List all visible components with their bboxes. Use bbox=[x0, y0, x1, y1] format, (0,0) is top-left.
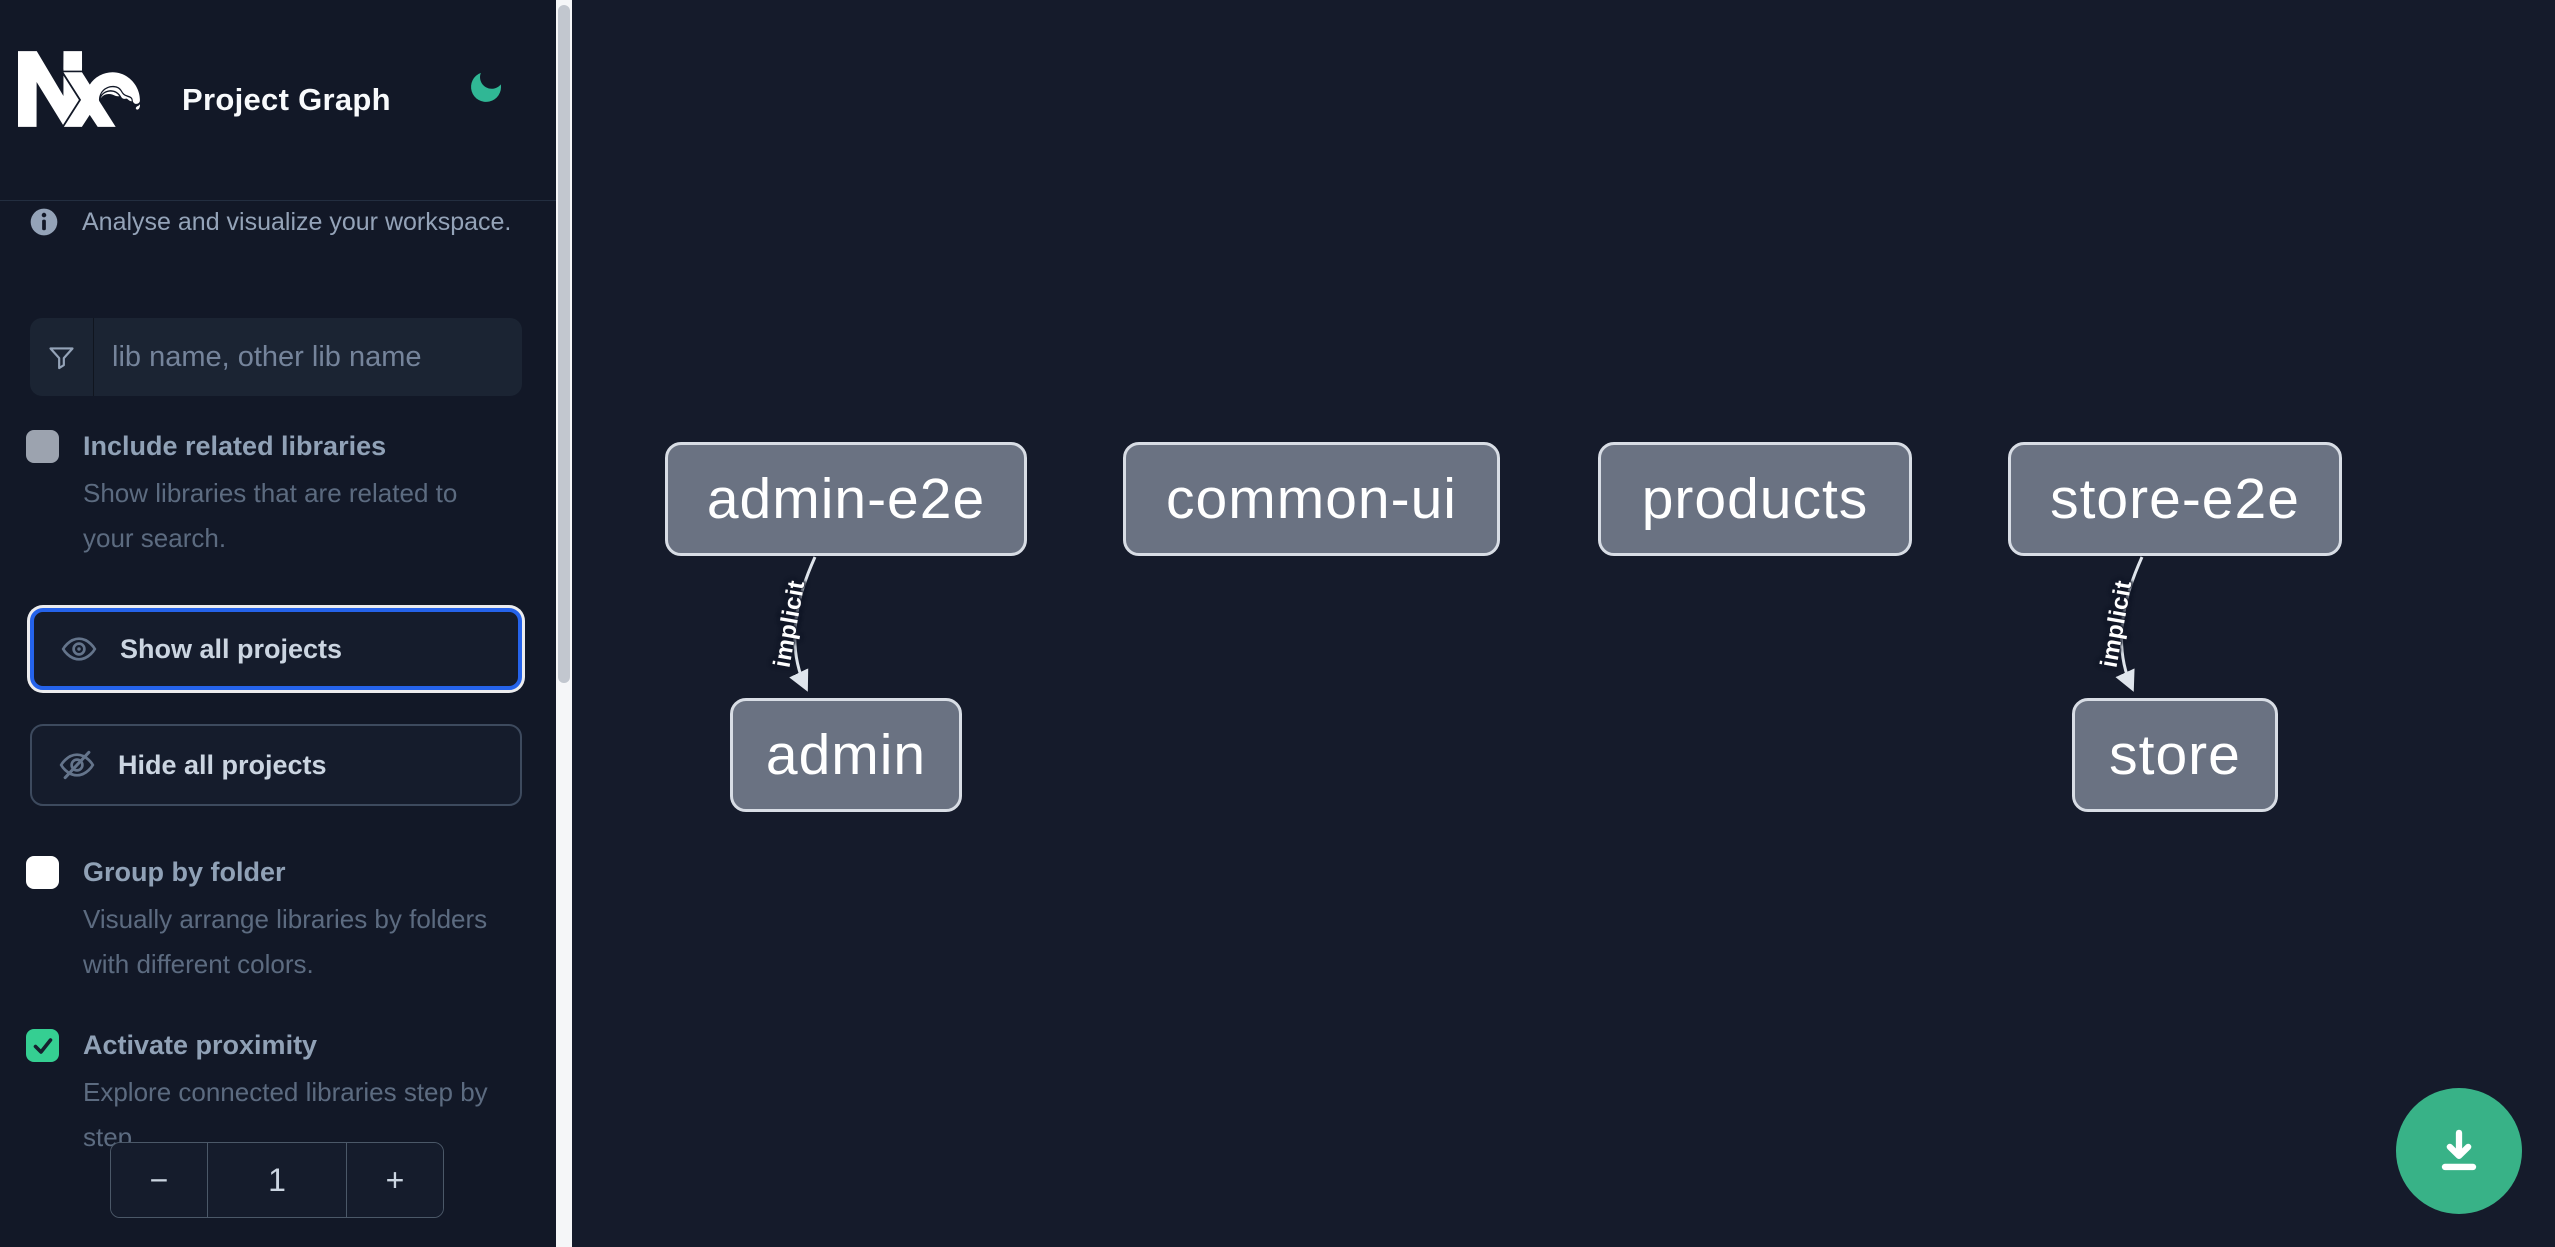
toggle-label: Include related libraries bbox=[83, 431, 387, 461]
proximity-increment-button[interactable]: + bbox=[346, 1143, 443, 1217]
info-row: Analyse and visualize your workspace. bbox=[28, 206, 528, 238]
graph-canvas[interactable]: implicit implicit admin-e2e common-ui pr… bbox=[572, 0, 2555, 1247]
proximity-value: 1 bbox=[208, 1143, 346, 1217]
toggle-group-by-folder: Group by folder Visually arrange librari… bbox=[26, 854, 526, 987]
download-icon bbox=[2441, 1129, 2477, 1171]
proximity-depth-stepper: − 1 + bbox=[110, 1142, 444, 1218]
dependency-edges bbox=[789, 556, 2144, 692]
download-graph-button[interactable] bbox=[2396, 1088, 2522, 1214]
sidebar-header: Project Graph bbox=[0, 0, 556, 201]
graph-node-admin-e2e[interactable]: admin-e2e bbox=[665, 442, 1027, 556]
checkbox-activate-proximity[interactable] bbox=[26, 1029, 59, 1062]
eye-icon bbox=[61, 637, 97, 661]
page-title: Project Graph bbox=[182, 82, 391, 117]
toggle-activate-proximity: Activate proximity Explore connected lib… bbox=[26, 1027, 526, 1160]
nx-logo bbox=[18, 51, 140, 127]
theme-toggle-button[interactable] bbox=[464, 66, 508, 110]
edge-store-e2e-store bbox=[2115, 556, 2144, 692]
show-all-projects-button[interactable]: Show all projects bbox=[30, 608, 522, 690]
graph-node-store-e2e[interactable]: store-e2e bbox=[2008, 442, 2342, 556]
edge-admin-e2e-admin bbox=[789, 556, 817, 692]
proximity-decrement-button[interactable]: − bbox=[111, 1143, 208, 1217]
scrollbar-thumb[interactable] bbox=[558, 5, 570, 683]
sidebar-scrollbar bbox=[556, 0, 572, 1247]
toggle-label: Activate proximity bbox=[83, 1030, 318, 1060]
checkbox-group-by-folder[interactable] bbox=[26, 856, 59, 889]
funnel-icon bbox=[49, 346, 74, 369]
moon-icon bbox=[471, 72, 502, 102]
graph-node-store[interactable]: store bbox=[2072, 698, 2278, 812]
toggle-include-related-libraries: Include related libraries Show libraries… bbox=[26, 428, 526, 561]
button-label: Show all projects bbox=[120, 633, 343, 664]
funnel-icon-cell bbox=[30, 318, 94, 396]
toggle-description: Show libraries that are related to your … bbox=[83, 478, 458, 553]
search-filter-group bbox=[30, 318, 522, 396]
sidebar: Project Graph Analyse and visualize your… bbox=[0, 0, 556, 1247]
button-label: Hide all projects bbox=[118, 749, 327, 780]
info-icon bbox=[30, 208, 58, 236]
search-input[interactable] bbox=[94, 318, 522, 396]
checkbox-include-related-libraries[interactable] bbox=[26, 430, 59, 463]
info-text: Analyse and visualize your workspace. bbox=[82, 207, 512, 236]
toggle-label: Group by folder bbox=[83, 857, 286, 887]
check-icon bbox=[33, 1037, 52, 1054]
graph-node-products[interactable]: products bbox=[1598, 442, 1912, 556]
eye-slash-icon bbox=[59, 750, 95, 780]
graph-node-common-ui[interactable]: common-ui bbox=[1123, 442, 1500, 556]
graph-node-admin[interactable]: admin bbox=[730, 698, 962, 812]
hide-all-projects-button[interactable]: Hide all projects bbox=[30, 724, 522, 806]
toggle-description: Visually arrange libraries by folders wi… bbox=[83, 904, 488, 979]
